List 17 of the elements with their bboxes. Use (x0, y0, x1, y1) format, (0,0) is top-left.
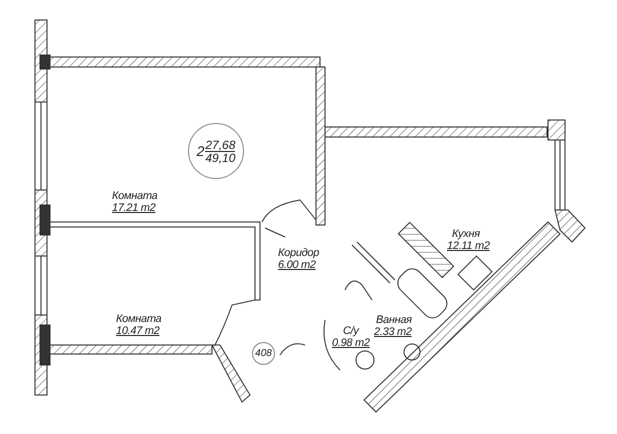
room-area: 6.00 m2 (278, 259, 316, 271)
apartment-number: 408 (255, 348, 272, 359)
room-name: Кухня (452, 228, 480, 240)
room-area: 10.47 m2 (116, 325, 160, 337)
room-name: С/у (343, 325, 359, 337)
room-name: Ванная (376, 314, 412, 326)
area-circle (252, 342, 275, 365)
total-area: 49,10 (205, 152, 236, 164)
living-area: 27,68 (205, 138, 236, 152)
room-area: 17.21 m2 (112, 202, 156, 214)
room-count: 2 (196, 143, 204, 159)
room-area: 0.98 m2 (332, 337, 370, 349)
room-area: 2.33 m2 (374, 326, 412, 338)
room-area: 12.11 m2 (447, 240, 490, 252)
room-name: Комната (112, 190, 158, 202)
room-name: Комната (116, 313, 162, 325)
room-name: Коридор (278, 247, 320, 259)
